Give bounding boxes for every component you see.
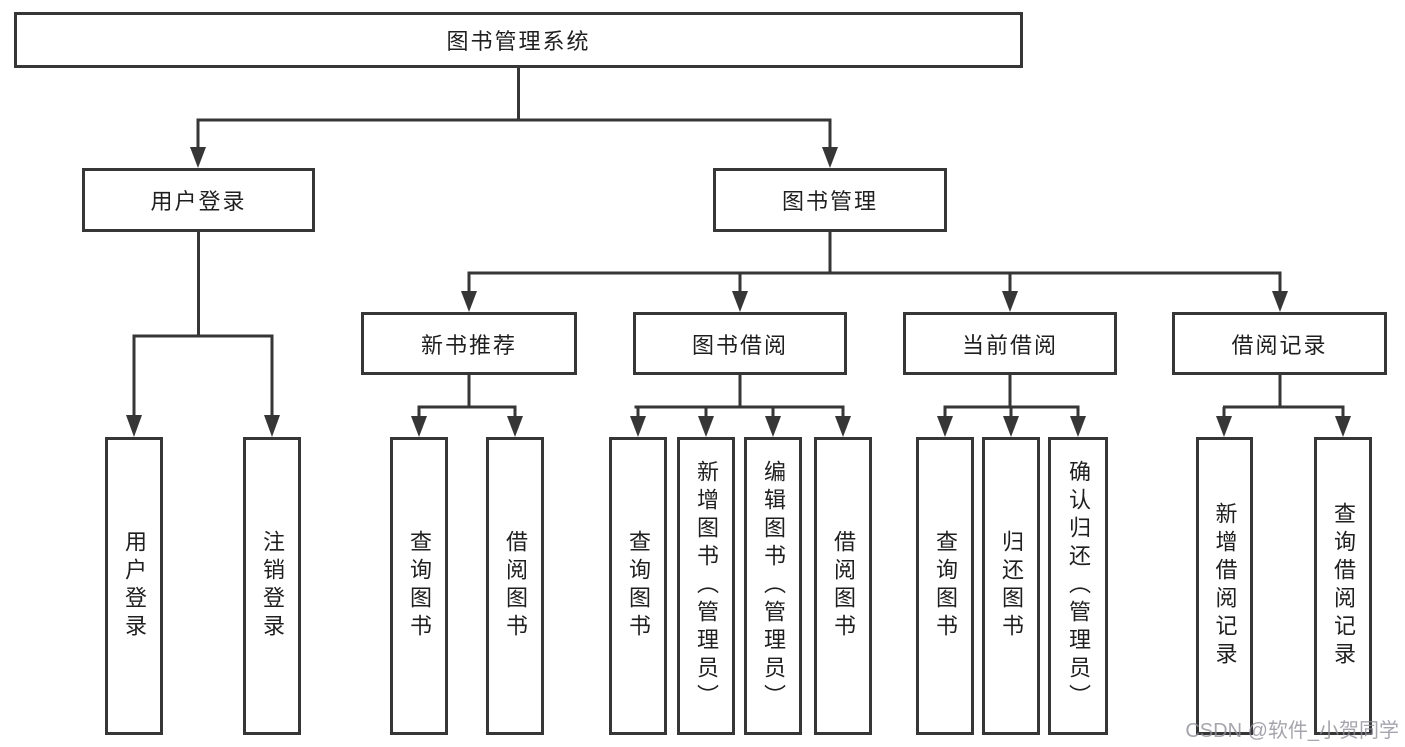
- node-current-borrow: 当前借阅: [903, 312, 1117, 375]
- node-label: 借阅图书: [831, 530, 856, 642]
- node-label: 归还图书: [999, 530, 1024, 642]
- node-label: 新增借阅记录: [1212, 502, 1238, 670]
- node-leaf-query-books-2: 查询图书: [609, 437, 667, 735]
- node-user-login: 用户登录: [82, 168, 315, 232]
- node-leaf-query-books-1: 查询图书: [390, 437, 448, 735]
- node-label: 注销登录: [260, 530, 285, 642]
- node-label: 编辑图书（管理员）: [761, 460, 786, 712]
- node-label: 查询图书: [407, 530, 432, 642]
- node-leaf-return-books: 归还图书: [982, 437, 1040, 735]
- node-label: 借阅图书: [503, 530, 528, 642]
- node-book-borrow: 图书借阅: [633, 312, 847, 375]
- node-label: 图书管理: [781, 189, 878, 214]
- node-leaf-user-login: 用户登录: [105, 437, 163, 735]
- node-label: 用户登录: [122, 530, 147, 642]
- node-leaf-query-books-3: 查询图书: [916, 437, 974, 735]
- node-leaf-logout: 注销登录: [243, 437, 301, 735]
- node-label: 查询图书: [933, 530, 958, 642]
- node-leaf-add-books-admin: 新增图书（管理员）: [677, 437, 735, 735]
- node-root-library-system: 图书管理系统: [14, 12, 1023, 68]
- node-borrow-records: 借阅记录: [1172, 312, 1387, 375]
- node-leaf-confirm-return-admin: 确认归还（管理员）: [1048, 437, 1108, 735]
- csdn-watermark: CSDN @软件_小贺同学: [1185, 720, 1399, 742]
- node-label: 确认归还（管理员）: [1066, 460, 1091, 712]
- node-label: 查询借阅记录: [1331, 502, 1356, 670]
- node-label: 新书推荐: [420, 332, 517, 358]
- node-label: 当前借阅: [961, 332, 1058, 358]
- node-leaf-add-borrow-record: 新增借阅记录: [1196, 437, 1253, 735]
- node-label: 借阅记录: [1231, 332, 1328, 358]
- node-book-management: 图书管理: [713, 168, 947, 232]
- node-label: 查询图书: [626, 530, 651, 642]
- node-leaf-query-borrow-record: 查询借阅记录: [1314, 437, 1372, 735]
- node-leaf-borrow-books-1: 借阅图书: [486, 437, 544, 735]
- node-leaf-edit-books-admin: 编辑图书（管理员）: [744, 437, 802, 735]
- node-leaf-borrow-books-2: 借阅图书: [814, 437, 872, 735]
- arrowheads: [126, 147, 1351, 437]
- node-new-book-recommend: 新书推荐: [361, 312, 577, 375]
- node-label: 新增图书（管理员）: [694, 460, 719, 712]
- node-label: 图书借阅: [691, 332, 788, 358]
- node-label: 用户登录: [150, 189, 247, 214]
- node-label: 图书管理系统: [446, 29, 591, 54]
